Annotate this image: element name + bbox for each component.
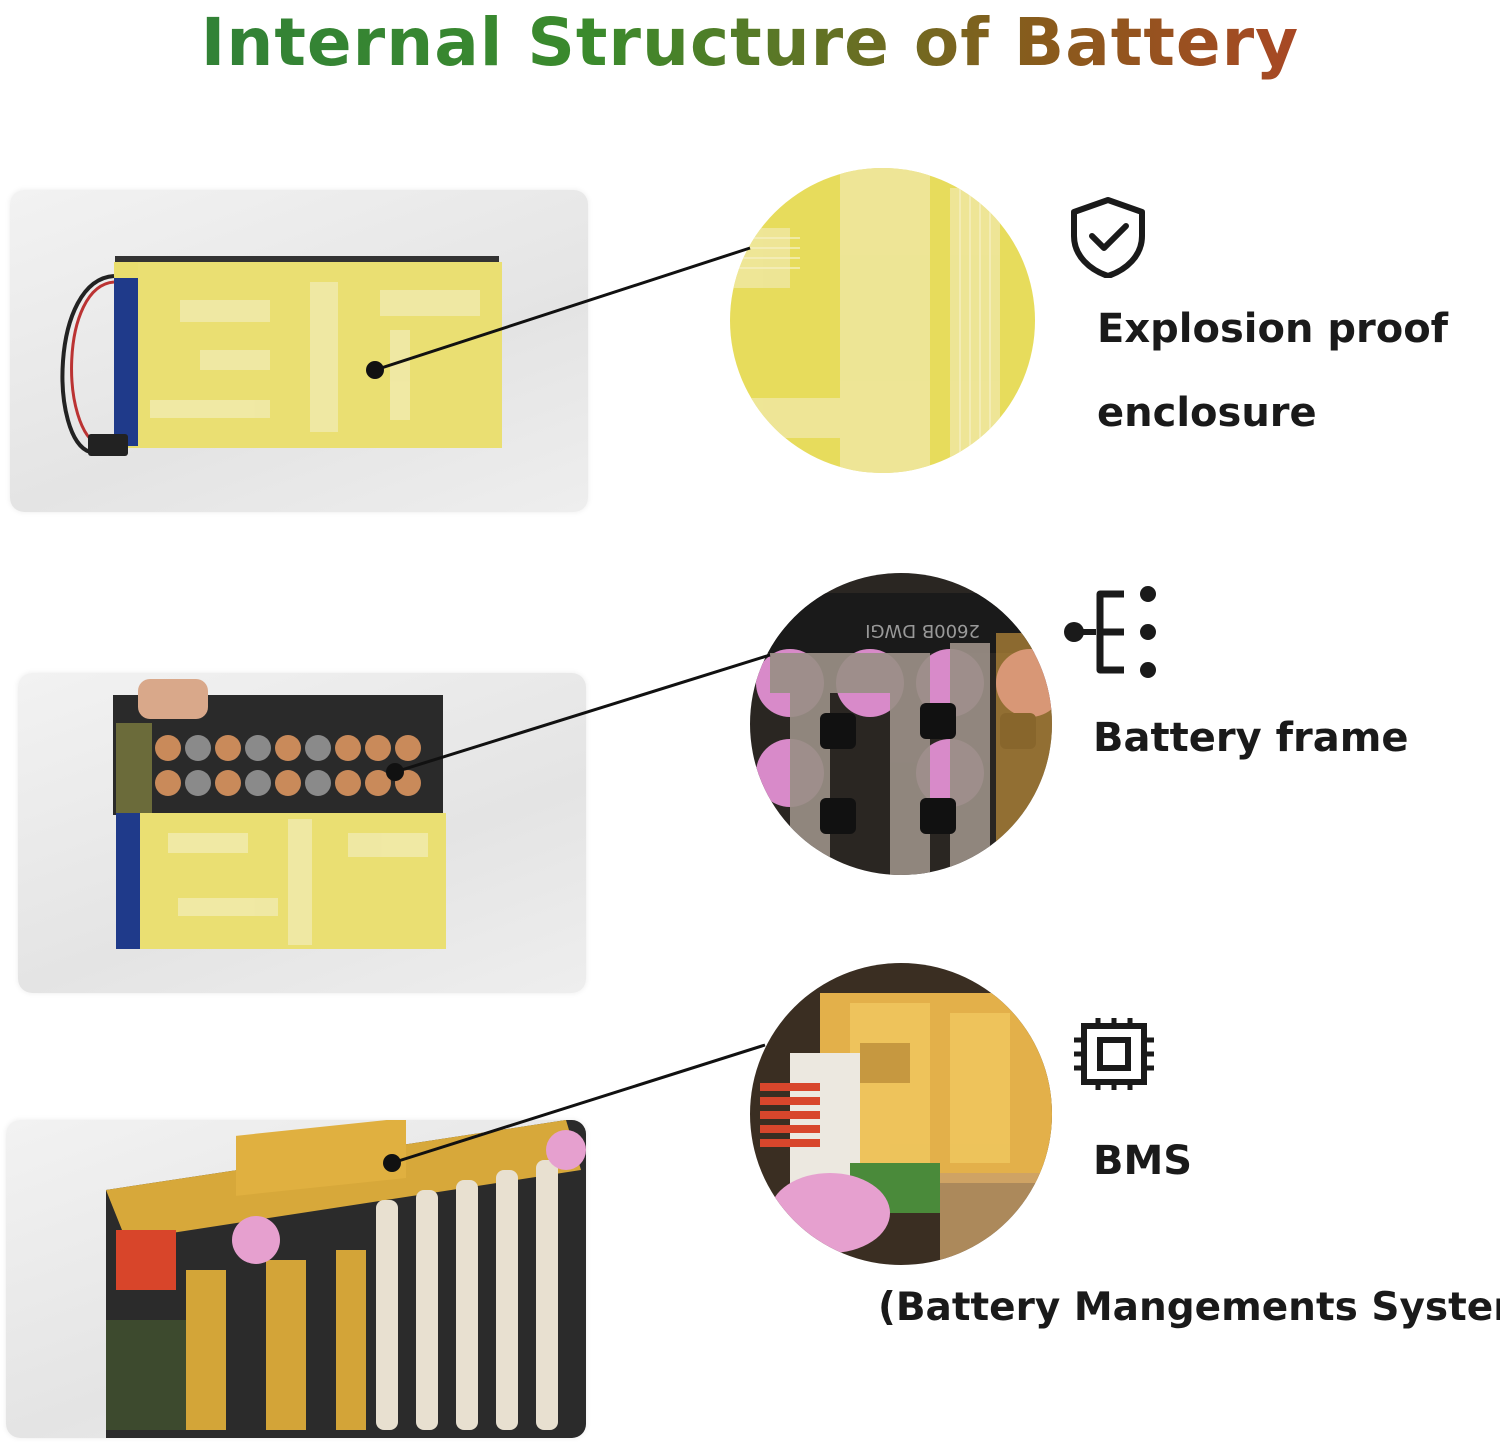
battery-frame-label: Battery frame — [1093, 715, 1409, 761]
shield-check-icon — [1068, 196, 1148, 278]
chip-icon — [1070, 1018, 1158, 1090]
enclosure-zoom — [730, 168, 1035, 473]
battery-frame-icon — [1060, 582, 1160, 682]
enclosure-label: enclosure — [1097, 390, 1317, 436]
bms-full-name-label: (Battery Mangements System) — [878, 1285, 1500, 1330]
explosion-proof-label: Explosion proof — [1097, 306, 1449, 352]
enclosure-photo — [10, 190, 588, 512]
page-title: Internal Structure of Battery — [0, 0, 1500, 92]
bms-photo — [6, 1120, 586, 1438]
bms-label: BMS — [1093, 1138, 1193, 1184]
svg-text:2600B DWGI: 2600B DWGI — [865, 620, 980, 641]
battery-frame-photo — [18, 673, 586, 993]
battery-frame-zoom: 2600B DWGI — [750, 573, 1052, 875]
bms-zoom — [750, 963, 1052, 1265]
